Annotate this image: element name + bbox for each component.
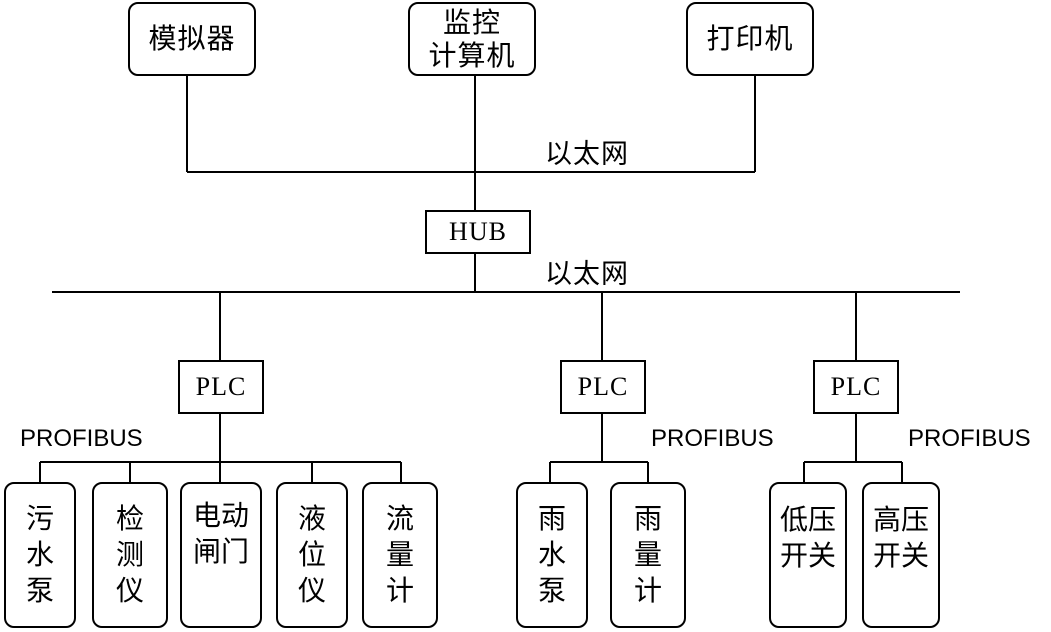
device-label: 污 水 泵 [25,502,54,607]
device-label: 雨 量 计 [633,502,662,607]
plc-3-device-2: 高压 开关 [862,482,940,628]
plc-2-device-1: 雨 水 泵 [516,482,588,628]
printer-label: 打印机 [706,22,794,55]
device-label: 检 测 仪 [115,502,144,607]
plc-1-device-1: 污 水 泵 [4,482,76,628]
device-label: 低压 开关 [779,503,836,572]
simulator-box: 模拟器 [128,2,256,76]
plc-1-device-5: 流 量 计 [362,482,438,628]
upper-ethernet-label: 以太网 [545,139,629,170]
device-label: 雨 水 泵 [537,502,566,607]
device-label: 流 量 计 [385,502,414,607]
monitor-computer-box: 监控 计算机 [408,2,536,76]
device-label: 电动 闸门 [192,499,249,568]
plc-2-label: PLC [577,372,629,401]
device-label: 液 位 仪 [297,502,326,607]
plc-1-bus-label: PROFIBUS [20,425,143,452]
plc-1-device-2: 检 测 仪 [92,482,168,628]
plc-1-device-4: 液 位 仪 [276,482,348,628]
hub-label: HUB [449,217,507,246]
plc-1-label: PLC [195,372,247,401]
plc-3-box: PLC [813,360,899,414]
plc-1-device-3: 电动 闸门 [180,482,262,628]
plc-1-box: PLC [178,360,264,414]
printer-box: 打印机 [686,2,814,76]
hub-box: HUB [425,210,531,254]
plc-3-device-1: 低压 开关 [769,482,847,628]
monitor-computer-label: 监控 计算机 [428,6,516,72]
plc-3-label: PLC [830,372,882,401]
plc-2-device-2: 雨 量 计 [610,482,686,628]
plc-3-bus-label: PROFIBUS [908,425,1031,452]
lower-ethernet-label: 以太网 [545,259,629,290]
device-label: 高压 开关 [872,503,929,572]
plc-2-bus-label: PROFIBUS [651,425,774,452]
plc-2-box: PLC [560,360,646,414]
simulator-label: 模拟器 [148,22,236,55]
